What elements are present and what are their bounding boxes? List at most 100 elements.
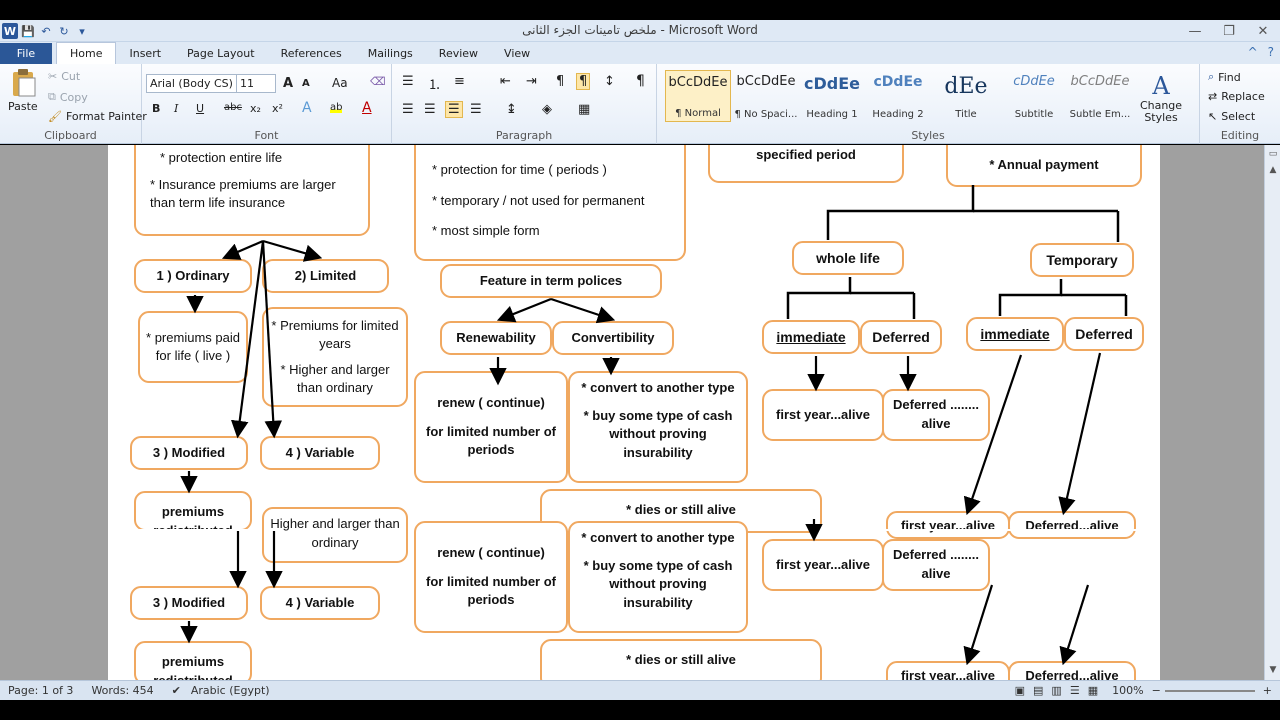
zoom-slider[interactable] <box>1164 689 1255 692</box>
scroll-up-icon[interactable]: ▲ <box>1269 165 1277 175</box>
minimize-ribbon-icon[interactable]: ^ <box>1247 45 1258 59</box>
tab-file[interactable]: File <box>0 43 52 64</box>
tab-home[interactable]: Home <box>56 42 117 64</box>
align-center-icon[interactable]: ☰ <box>424 102 436 117</box>
borders-icon[interactable]: ▦ <box>578 102 591 117</box>
cut-button[interactable]: ✂Cut <box>48 70 81 83</box>
help-icon[interactable]: ? <box>1267 45 1274 59</box>
shrink-font-button[interactable]: A <box>302 78 310 89</box>
paste-button[interactable]: Paste <box>8 68 38 113</box>
change-case-button[interactable]: Aa <box>332 76 348 90</box>
increase-indent-icon[interactable]: ⇥ <box>526 74 537 89</box>
tab-review[interactable]: Review <box>438 46 479 60</box>
term-life-desc-box: * protection for time ( periods ) * temp… <box>414 145 686 261</box>
font-name-combo[interactable]: Arial (Body CS) <box>146 74 238 93</box>
numbering-icon[interactable]: ⒈ <box>428 78 442 93</box>
deferred-alive-box-right-lower: Deferred...alive <box>1008 661 1136 680</box>
customize-qat-icon[interactable]: ▾ <box>79 24 85 38</box>
italic-button[interactable]: I <box>174 102 179 115</box>
page-count[interactable]: Page: 1 of 3 <box>8 684 74 697</box>
top-black-bar <box>0 0 1280 20</box>
word-count[interactable]: Words: 454 <box>91 684 154 697</box>
font-size-combo[interactable]: 11 <box>236 74 276 93</box>
immediate-box-right: immediate <box>966 317 1064 351</box>
zoom-level[interactable]: 100% <box>1112 684 1144 697</box>
close-button[interactable]: ✕ <box>1257 23 1269 39</box>
clear-format-icon[interactable]: ⌫ <box>370 75 386 88</box>
rtl-direction-icon[interactable]: ¶ <box>556 74 565 89</box>
view-draft-icon[interactable]: ▦ <box>1087 684 1099 697</box>
superscript-button[interactable]: x² <box>272 102 283 115</box>
ruler-toggle-icon[interactable]: ▭ <box>1268 149 1278 159</box>
binoculars-icon: ⌕ <box>1208 70 1215 83</box>
limited-note-box-lower: Higher and larger than ordinary <box>262 507 408 563</box>
strikethrough-button[interactable]: abc <box>224 102 242 113</box>
find-button[interactable]: ⌕Find <box>1208 70 1241 84</box>
sort-icon[interactable]: ↕ <box>604 74 615 89</box>
tab-page-layout[interactable]: Page Layout <box>187 46 255 60</box>
modified-box: 3 ) Modified <box>130 436 248 470</box>
replace-button[interactable]: ⇄Replace <box>1208 90 1265 103</box>
copy-button[interactable]: ⧉Copy <box>48 90 88 104</box>
decrease-indent-icon[interactable]: ⇤ <box>500 74 511 89</box>
language-indicator[interactable]: Arabic (Egypt) <box>190 684 270 697</box>
scissors-icon: ✂ <box>48 70 58 83</box>
shading-icon[interactable]: ◈ <box>542 102 552 117</box>
tab-insert[interactable]: Insert <box>129 46 162 60</box>
first-year-alive-box-lower: first year...alive <box>762 539 884 591</box>
renew-note-box-lower: renew ( continue) for limited number of … <box>414 521 568 633</box>
style-no-spacing[interactable]: bCcDdEe¶ No Spaci... <box>734 74 798 120</box>
premiums-box: premiums redistributed <box>134 491 252 531</box>
title-bar: W 💾 ↶ ↻ ▾ ملخص تامينات الجزء الثانى - Mi… <box>0 20 1280 42</box>
ltr-direction-icon[interactable]: ¶ <box>576 73 591 90</box>
view-outline-icon[interactable]: ☰ <box>1069 684 1080 697</box>
style-normal[interactable]: bCcDdEe¶ Normal <box>665 70 731 122</box>
grow-font-button[interactable]: A <box>283 76 294 91</box>
scroll-down-icon[interactable]: ▼ <box>1269 665 1277 675</box>
tab-references[interactable]: References <box>280 46 342 60</box>
format-painter-button[interactable]: 🖌Format Painter <box>48 110 147 123</box>
view-web-icon[interactable]: ▥ <box>1051 684 1062 697</box>
view-reading-icon[interactable]: ▤ <box>1033 684 1044 697</box>
styles-label: Styles <box>911 129 945 142</box>
bold-button[interactable]: B <box>152 102 161 115</box>
zoom-in-button[interactable]: + <box>1262 684 1272 697</box>
multilevel-list-icon[interactable]: ≡ <box>454 74 465 89</box>
show-marks-button[interactable]: ¶ <box>636 73 645 89</box>
change-styles-button[interactable]: A Change Styles <box>1139 72 1183 125</box>
subscript-button[interactable]: x₂ <box>250 102 261 115</box>
tab-mailings[interactable]: Mailings <box>367 46 413 60</box>
select-button[interactable]: ↖Select <box>1208 110 1256 123</box>
highlight-button[interactable]: ab <box>330 102 343 113</box>
dies-alive-box-lower: * dies or still alive <box>540 639 822 680</box>
immediate-box-left: immediate <box>762 320 860 354</box>
convert-note-box-lower: * convert to another type * buy some typ… <box>568 521 748 633</box>
line-spacing-icon[interactable]: ↨ <box>506 102 517 117</box>
bullets-icon[interactable]: ☰ <box>402 74 414 89</box>
save-icon[interactable]: 💾 <box>21 24 35 38</box>
align-right-icon[interactable]: ☰ <box>445 101 463 118</box>
underline-button[interactable]: U <box>196 102 205 115</box>
restore-button[interactable]: ❐ <box>1223 23 1235 39</box>
justify-icon[interactable]: ☰ <box>470 102 482 117</box>
minimize-button[interactable]: — <box>1188 23 1202 39</box>
view-print-layout-icon[interactable]: ▣ <box>1014 684 1026 697</box>
premiums-box-lower: premiums redistributed <box>134 641 252 680</box>
text-effects-button[interactable]: A <box>302 100 312 116</box>
tab-view[interactable]: View <box>504 46 531 60</box>
whole-life-header-box: whole life <box>792 241 904 275</box>
redo-icon[interactable]: ↻ <box>59 24 69 38</box>
undo-icon[interactable]: ↶ <box>41 24 51 38</box>
zoom-out-button[interactable]: − <box>1151 684 1161 697</box>
font-color-button[interactable]: A <box>362 100 372 116</box>
proofing-icon[interactable]: ✔ <box>171 684 181 697</box>
specified-period-box: specified period <box>708 145 904 183</box>
word-logo-icon[interactable]: W <box>2 23 18 39</box>
align-left-icon[interactable]: ☰ <box>402 102 414 117</box>
document-page[interactable]: * protection entire life * Insurance pre… <box>108 145 1160 680</box>
